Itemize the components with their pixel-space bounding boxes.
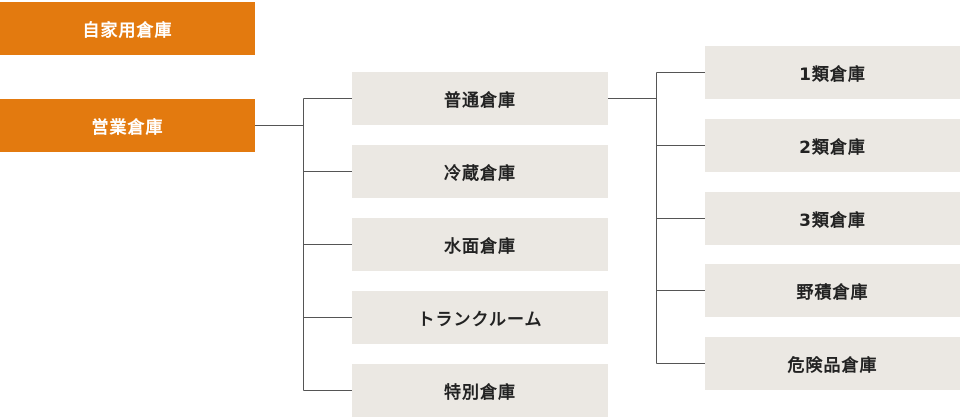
box-trunk-room: トランクルーム bbox=[352, 291, 608, 344]
box-hazardous-goods-warehouse: 危険品倉庫 bbox=[705, 337, 960, 390]
box-label: 2類倉庫 bbox=[799, 138, 866, 158]
box-label: 普通倉庫 bbox=[444, 91, 516, 111]
box-label: 自家用倉庫 bbox=[82, 21, 173, 41]
box-refrigerated-warehouse: 冷蔵倉庫 bbox=[352, 145, 608, 198]
box-class3-warehouse: 3類倉庫 bbox=[705, 192, 960, 245]
box-ordinary-warehouse: 普通倉庫 bbox=[352, 72, 608, 125]
box-label: 特別倉庫 bbox=[444, 383, 516, 403]
box-class1-warehouse: 1類倉庫 bbox=[705, 46, 960, 99]
box-label: 危険品倉庫 bbox=[787, 356, 878, 376]
box-label: 営業倉庫 bbox=[91, 118, 164, 138]
box-label: 水面倉庫 bbox=[444, 237, 516, 257]
box-private-warehouse: 自家用倉庫 bbox=[0, 2, 255, 55]
box-label: トランクルーム bbox=[417, 310, 543, 330]
box-open-storage-warehouse: 野積倉庫 bbox=[705, 264, 960, 317]
box-special-warehouse: 特別倉庫 bbox=[352, 364, 608, 417]
box-label: 3類倉庫 bbox=[799, 211, 866, 231]
box-label: 1類倉庫 bbox=[799, 65, 866, 85]
box-water-surface-warehouse: 水面倉庫 bbox=[352, 218, 608, 271]
box-label: 冷蔵倉庫 bbox=[444, 164, 516, 184]
box-label: 野積倉庫 bbox=[796, 283, 869, 303]
box-class2-warehouse: 2類倉庫 bbox=[705, 119, 960, 172]
box-commercial-warehouse: 営業倉庫 bbox=[0, 99, 255, 152]
